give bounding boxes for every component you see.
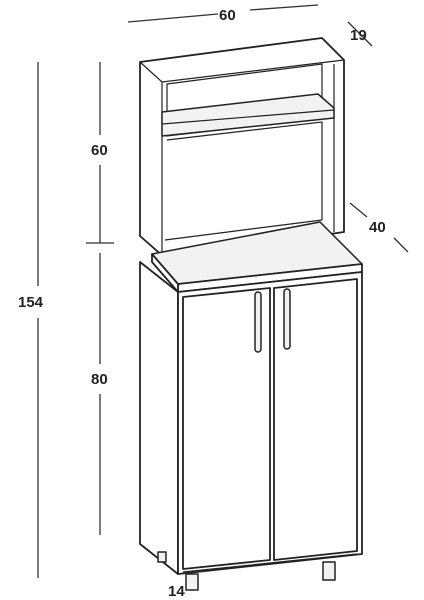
cabinet-door-left[interactable] [182, 287, 271, 570]
leg-back-left [157, 551, 167, 563]
depth-top-label: 19 [350, 27, 367, 44]
door-handle-left[interactable] [254, 291, 262, 353]
worktop [151, 219, 363, 293]
hutch-shelf-front [161, 109, 335, 125]
depth-bottom-dim-line-upper [349, 202, 368, 218]
hutch-outer-frame [139, 37, 345, 259]
cabinet-door-right[interactable] [273, 278, 358, 561]
hutch-base-line [164, 219, 323, 241]
lower-cabinet [139, 261, 363, 575]
leg-height-label: 14 [168, 583, 185, 600]
legs [157, 551, 336, 591]
height-total-label: 154 [18, 294, 44, 311]
depth-bottom-dim-line-lower [393, 237, 409, 253]
height-top-label: 60 [91, 142, 108, 159]
leg-front-right [322, 561, 336, 581]
width-dim-line-left [127, 13, 219, 23]
width-dim-line-right [249, 4, 319, 11]
dimension-lines [37, 4, 409, 578]
door-bottom-edge [182, 553, 358, 573]
leg-front-left [185, 573, 199, 591]
width-label: 60 [219, 7, 236, 24]
height-bottom-label: 80 [91, 371, 108, 388]
depth-bottom-label: 40 [369, 219, 386, 236]
depth-top-dim-line [347, 21, 373, 47]
hutch [139, 37, 345, 259]
door-handle-right[interactable] [283, 288, 291, 350]
cabinet-left-side [139, 261, 179, 575]
hutch-lower-back [166, 121, 323, 220]
hutch-shelf [161, 93, 335, 137]
